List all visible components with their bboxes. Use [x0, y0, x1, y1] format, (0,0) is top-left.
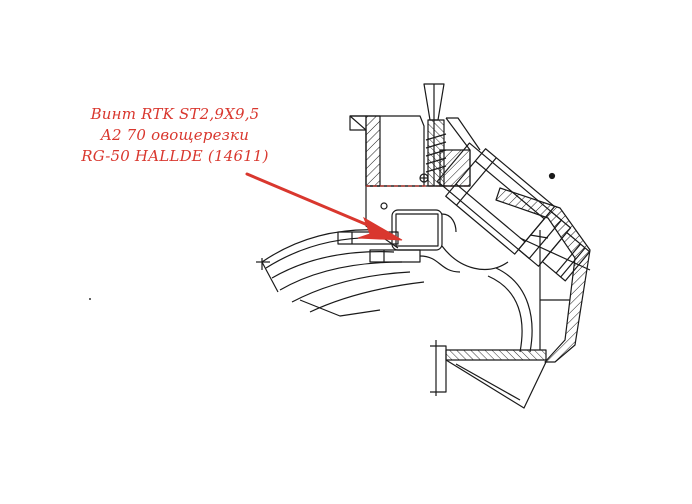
- annotation-arrow: [245, 172, 403, 241]
- curved-housing-bands: [256, 229, 425, 317]
- callout-line-2: A2 70 овощерезки: [100, 126, 250, 144]
- base-plate: [430, 340, 547, 409]
- screw-spring-assembly: [423, 83, 481, 187]
- speck: [89, 298, 91, 300]
- sensor-block: [391, 209, 457, 251]
- right-housing-wall: [495, 187, 591, 363]
- bracket-housing: [349, 115, 470, 249]
- callout-line-3: RG-50 HALLDE (14611): [81, 147, 269, 165]
- callout-line-1: Винт RTK ST2,9X9,5: [90, 105, 260, 123]
- screw-callout-label: Винт RTK ST2,9X9,5 A2 70 овощерезки RG-5…: [60, 104, 290, 167]
- outer-body-outline: [487, 267, 533, 353]
